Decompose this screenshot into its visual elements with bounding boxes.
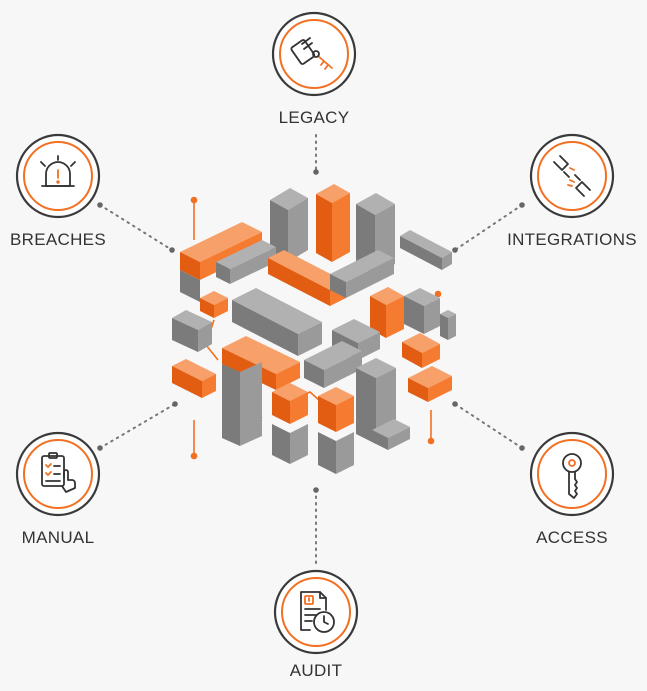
key-card-icon	[290, 37, 333, 70]
connector-integrations	[454, 204, 523, 251]
checklist-hand-icon	[41, 452, 76, 493]
block-gray-lowbar-right	[372, 419, 410, 450]
node-integrations[interactable]	[529, 133, 615, 219]
document-clock-icon	[300, 591, 335, 633]
block-gray-bar-left	[216, 240, 276, 284]
block-orange-tall-top	[316, 184, 350, 262]
block-gray-cube-right	[404, 288, 440, 334]
block-gray-long-center	[232, 288, 322, 356]
block-gray-pillar-bottom-right	[318, 432, 354, 474]
block-gray-base-bottom-center	[272, 424, 308, 464]
block-gray-post-left	[180, 270, 200, 302]
connectors	[99, 134, 523, 566]
connector-dots	[97, 169, 525, 493]
label-integrations: INTEGRATIONS	[507, 230, 637, 249]
alarm-warning-icon	[40, 155, 76, 187]
block-orange-slab-lowleft	[172, 359, 216, 398]
connector-access	[454, 403, 523, 449]
node-legacy[interactable]	[271, 11, 357, 97]
block-cluster	[172, 184, 456, 474]
block-orange-small-left	[200, 291, 228, 318]
key-icon	[562, 453, 582, 499]
node-access[interactable]	[529, 431, 615, 517]
block-orange-cube-bottom-right	[318, 387, 354, 432]
block-gray-slab-center-low	[304, 341, 362, 388]
label-audit: AUDIT	[289, 661, 343, 680]
block-orange-slab-right	[402, 333, 440, 368]
node-audit[interactable]	[273, 569, 359, 655]
connector-breaches	[99, 204, 173, 251]
block-orange-cube-bottom-center	[272, 383, 308, 424]
plug-connector-icon	[553, 155, 591, 197]
label-breaches: BREACHES	[10, 230, 106, 249]
block-gray-bar-topright	[400, 230, 452, 270]
block-gray-cube-left	[172, 310, 212, 352]
block-gray-small-right	[440, 310, 456, 340]
connector-manual	[99, 403, 176, 449]
label-legacy: LEGACY	[278, 108, 350, 127]
node-breaches[interactable]	[15, 133, 101, 219]
block-gray-slab-center	[330, 250, 394, 298]
block-orange-lowbar-right	[408, 366, 452, 402]
block-gray-pillar-bottom-left	[222, 362, 262, 446]
node-manual[interactable]	[15, 431, 101, 517]
label-access: ACCESS	[536, 528, 608, 547]
label-manual: MANUAL	[21, 528, 95, 547]
block-orange-cube-right	[370, 287, 404, 338]
